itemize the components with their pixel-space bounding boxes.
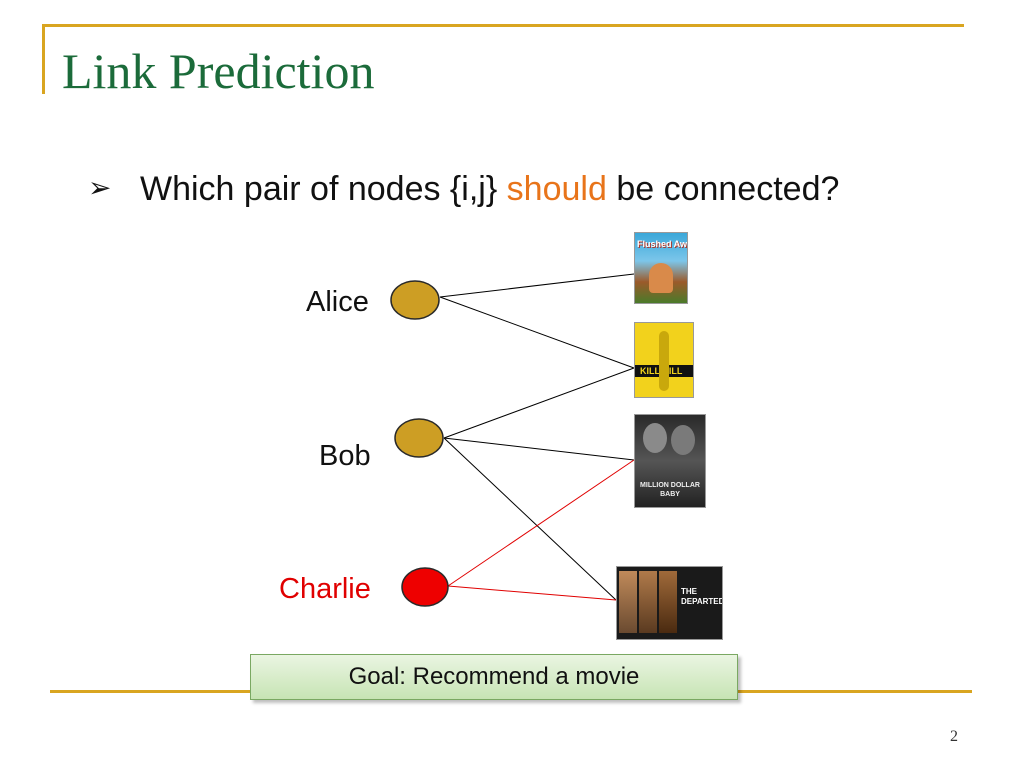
poster-face-icon bbox=[671, 425, 695, 455]
poster-figure-icon bbox=[649, 263, 673, 293]
poster-face-icon bbox=[619, 571, 637, 633]
edge-charlie-departed bbox=[447, 585, 617, 601]
poster-face-icon bbox=[659, 571, 677, 633]
poster-million-dollar-baby-title: MILLION DOLLAR BABY bbox=[640, 482, 700, 498]
bottom-rule-right bbox=[736, 690, 972, 693]
poster-face-icon bbox=[639, 571, 657, 633]
label-alice: Alice bbox=[306, 286, 369, 318]
goal-callout: Goal: Recommend a movie bbox=[250, 654, 738, 700]
poster-million-dollar-baby: MILLION DOLLAR BABY bbox=[634, 414, 706, 508]
bullet-highlight: should bbox=[506, 170, 607, 208]
edge-bob-departed bbox=[443, 437, 617, 601]
node-charlie bbox=[401, 567, 449, 607]
left-rule bbox=[42, 24, 45, 94]
poster-flushed-away: Flushed Away bbox=[634, 232, 688, 304]
bullet-suffix: be connected? bbox=[616, 170, 840, 208]
top-rule bbox=[42, 24, 964, 27]
poster-figure-icon bbox=[659, 331, 669, 391]
page-number: 2 bbox=[950, 728, 958, 745]
edge-bob-million-dollar-baby bbox=[443, 437, 635, 461]
bullet-question: ➢ Which pair of nodes {i,j} should be con… bbox=[88, 170, 839, 209]
edge-alice-flushed-away bbox=[439, 273, 635, 298]
node-alice bbox=[390, 280, 440, 320]
node-bob bbox=[394, 418, 444, 458]
poster-kill-bill: KILL BILL bbox=[634, 322, 694, 398]
edge-charlie-million-dollar-baby bbox=[447, 459, 635, 587]
arrow-bullet-icon: ➢ bbox=[88, 172, 112, 203]
label-charlie: Charlie bbox=[279, 573, 371, 605]
bullet-prefix: Which pair of nodes {i,j} bbox=[140, 170, 498, 208]
poster-departed-title: THE DEPARTED bbox=[681, 587, 723, 606]
edge-alice-kill-bill bbox=[439, 296, 635, 369]
bottom-rule-left bbox=[50, 690, 252, 693]
poster-flushed-away-title: Flushed Away bbox=[637, 239, 688, 249]
slide-title: Link Prediction bbox=[62, 43, 375, 99]
poster-departed: THE DEPARTED bbox=[616, 566, 723, 640]
label-bob: Bob bbox=[319, 440, 371, 472]
poster-face-icon bbox=[643, 423, 667, 453]
edge-bob-kill-bill bbox=[443, 367, 635, 439]
